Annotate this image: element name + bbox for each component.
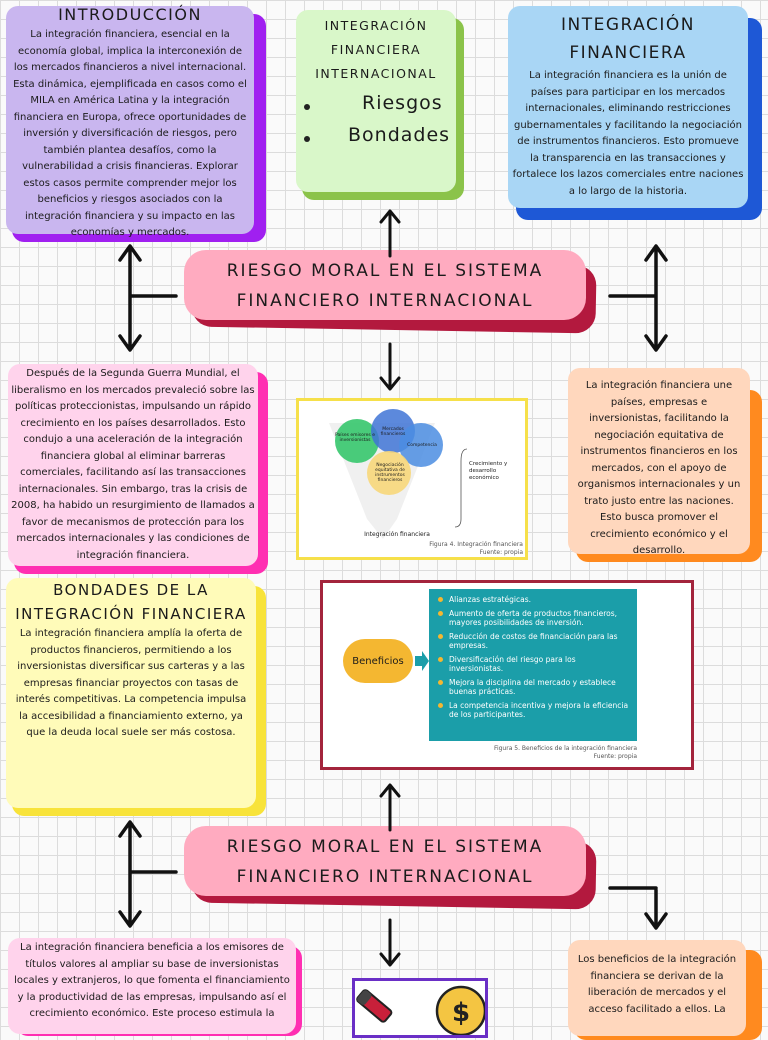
- definition-text: La integración financiera es la unión de…: [512, 70, 744, 197]
- figure-5: Beneficios Alianzas estratégicas. Aument…: [320, 580, 694, 770]
- intro-title: INTRODUCCIÓN: [58, 5, 202, 24]
- bullet-icon: [304, 104, 310, 110]
- bondades-title-2: INTEGRACIÓN FINANCIERA: [15, 605, 247, 623]
- central2-line-2: FINANCIERO INTERNACIONAL: [236, 867, 534, 887]
- bondades-title-1: BONDADES DE LA: [53, 581, 209, 599]
- svg-text:$: $: [452, 998, 470, 1028]
- arrow-right-icon: [415, 651, 429, 671]
- list-item: Aumento de oferta de productos financier…: [438, 609, 629, 628]
- branch-arrow-left-icon: [118, 820, 178, 928]
- central-banner: RIESGO MORAL EN EL SISTEMA FINANCIERO IN…: [184, 250, 586, 320]
- list-item: Reducción de costos de financiación para…: [438, 632, 629, 651]
- international-list: Riesgos Bondades: [296, 92, 456, 156]
- orange-card-1: La integración financiera une países, em…: [568, 368, 750, 556]
- list-item: La competencia incentiva y mejora la efi…: [438, 701, 629, 720]
- bullet-icon: [438, 679, 443, 685]
- coin-icon: $: [356, 985, 485, 1035]
- arrow-up-icon: [379, 783, 401, 832]
- arrow-down-icon: [379, 342, 401, 391]
- branch-arrow-right-icon: [608, 886, 668, 930]
- international-title-3: INTERNACIONAL: [315, 66, 437, 81]
- history-card: Después de la Segunda Guerra Mundial, el…: [8, 364, 258, 566]
- orange-text-1: La integración financiera une países, em…: [577, 380, 741, 556]
- list-item-riesgos: Riesgos: [296, 92, 456, 124]
- circle-negociacion: [367, 451, 411, 495]
- bondades-text: La integración financiera amplía la ofer…: [15, 628, 247, 738]
- central-banner-2: RIESGO MORAL EN EL SISTEMA FINANCIERO IN…: [184, 826, 586, 896]
- international-card: INTEGRACIÓN FINANCIERA INTERNACIONAL Rie…: [296, 10, 456, 192]
- finance-illustration: $: [352, 978, 488, 1038]
- bullet-icon: [438, 597, 443, 602]
- benefits-list: Alianzas estratégicas. Aumento de oferta…: [438, 595, 629, 720]
- definition-card: INTEGRACIÓN FINANCIERA La integración fi…: [508, 6, 748, 208]
- intro-card: INTRODUCCIÓN La integración financiera, …: [6, 5, 254, 238]
- international-title-2: FINANCIERA: [330, 42, 422, 57]
- list-item: Alianzas estratégicas.: [438, 595, 629, 605]
- circle-paises: [335, 419, 379, 463]
- circle-competencia: [399, 423, 443, 467]
- bullet-icon: [438, 702, 443, 708]
- intro-text: La integración financiera, esencial en l…: [13, 29, 247, 238]
- bondades-card: BONDADES DE LA INTEGRACIÓN FINANCIERA La…: [6, 578, 256, 808]
- list-item: Diversificación del riesgo para los inve…: [438, 655, 629, 674]
- branch-arrow-right-icon: [608, 244, 668, 352]
- bullet-icon: [438, 610, 443, 616]
- bottom-left-text: La integración financiera beneficia a lo…: [14, 942, 290, 1019]
- bottom-right-card: Los beneficios de la integración financi…: [568, 940, 746, 1036]
- figure-4: Países emisores e inversionistas Mercado…: [296, 398, 528, 560]
- benefits-box: Alianzas estratégicas. Aumento de oferta…: [429, 589, 637, 741]
- beneficios-label: Beneficios: [343, 639, 413, 683]
- international-title-1: INTEGRACIÓN: [324, 18, 428, 33]
- arrow-down-icon: [379, 918, 401, 967]
- funnel-diagram: [329, 409, 468, 539]
- history-text: Después de la Segunda Guerra Mundial, el…: [11, 368, 255, 561]
- central-line-1: RIESGO MORAL EN EL SISTEMA: [226, 261, 544, 281]
- central2-line-1: RIESGO MORAL EN EL SISTEMA: [226, 837, 544, 857]
- definition-title-1: INTEGRACIÓN: [561, 15, 695, 35]
- list-item-bondades: Bondades: [296, 124, 456, 156]
- arrow-up-icon: [379, 209, 401, 258]
- bottom-left-card: La integración financiera beneficia a lo…: [8, 938, 296, 1034]
- list-item: Mejora la disciplina del mercado y estab…: [438, 678, 629, 697]
- bullet-icon: [304, 136, 310, 142]
- central-line-2: FINANCIERO INTERNACIONAL: [236, 291, 534, 311]
- bottom-right-text: Los beneficios de la integración financi…: [577, 954, 737, 1015]
- bullet-icon: [438, 633, 443, 639]
- bullet-icon: [438, 656, 443, 662]
- definition-title-2: FINANCIERA: [569, 43, 687, 63]
- branch-arrow-left-icon: [118, 244, 178, 352]
